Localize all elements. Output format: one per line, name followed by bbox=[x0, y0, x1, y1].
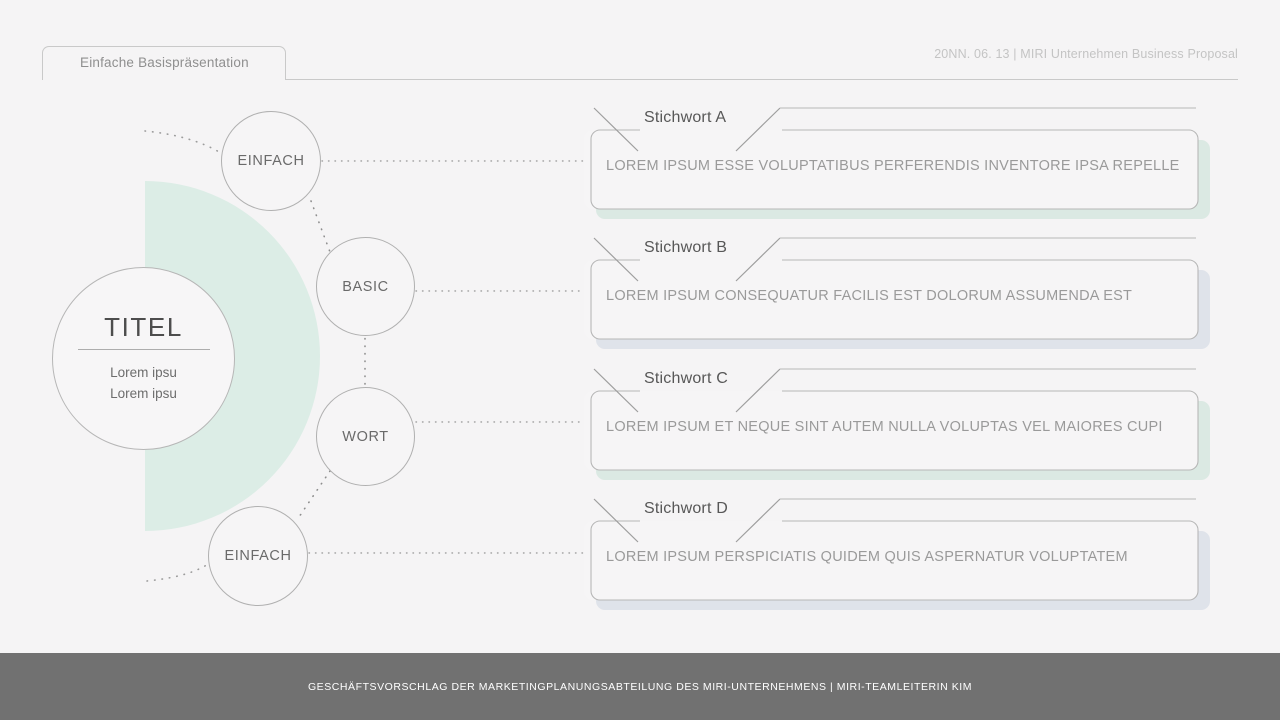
card-outline bbox=[590, 498, 1199, 601]
card-body bbox=[584, 260, 1198, 339]
header-divider bbox=[286, 79, 1238, 80]
card-title: Stichwort B bbox=[644, 239, 728, 256]
card-text: LOREM IPSUM ET NEQUE SINT AUTEM NULLA VO… bbox=[606, 419, 1163, 435]
center-title: TITEL bbox=[104, 311, 183, 342]
card-title: Stichwort A bbox=[644, 109, 727, 126]
card-text: LOREM IPSUM PERSPICIATIS QUIDEM QUIS ASP… bbox=[606, 549, 1128, 565]
card-outline bbox=[590, 237, 1199, 340]
center-subtitle-line-1: Lorem ipsu bbox=[110, 364, 177, 380]
center-title-circle: TITEL Lorem ipsu Lorem ipsu bbox=[52, 267, 235, 450]
header-meta-text: 20NN. 06. 13 | MIRI Unternehmen Business… bbox=[934, 47, 1238, 61]
center-title-divider bbox=[77, 348, 210, 350]
center-subtitle: Lorem ipsu Lorem ipsu bbox=[110, 362, 177, 404]
card-outline bbox=[590, 368, 1199, 471]
card-title: Stichwort D bbox=[644, 500, 728, 517]
node-circle-1[interactable]: EINFACH bbox=[221, 111, 321, 211]
node-circle-3[interactable]: WORT bbox=[316, 387, 415, 486]
card-body bbox=[584, 130, 1198, 209]
center-subtitle-line-2: Lorem ipsu bbox=[110, 385, 177, 401]
footer-bar: GESCHÄFTSVORSCHLAG DER MARKETINGPLANUNGS… bbox=[0, 653, 1280, 720]
card-body bbox=[584, 391, 1198, 470]
node-circle-2[interactable]: BASIC bbox=[316, 237, 415, 336]
node-circle-4[interactable]: EINFACH bbox=[208, 506, 308, 606]
card-title: Stichwort C bbox=[644, 370, 728, 387]
card-body bbox=[584, 521, 1198, 600]
card-text: LOREM IPSUM ESSE VOLUPTATIBUS PERFERENDI… bbox=[606, 158, 1180, 174]
header-tab-outline bbox=[42, 46, 286, 80]
card-outline bbox=[590, 107, 1199, 210]
footer-text: GESCHÄFTSVORSCHLAG DER MARKETINGPLANUNGS… bbox=[307, 680, 973, 693]
card-text: LOREM IPSUM CONSEQUATUR FACILIS EST DOLO… bbox=[606, 288, 1133, 304]
header-tab-label: Einfache Basispräsentation bbox=[80, 55, 249, 70]
